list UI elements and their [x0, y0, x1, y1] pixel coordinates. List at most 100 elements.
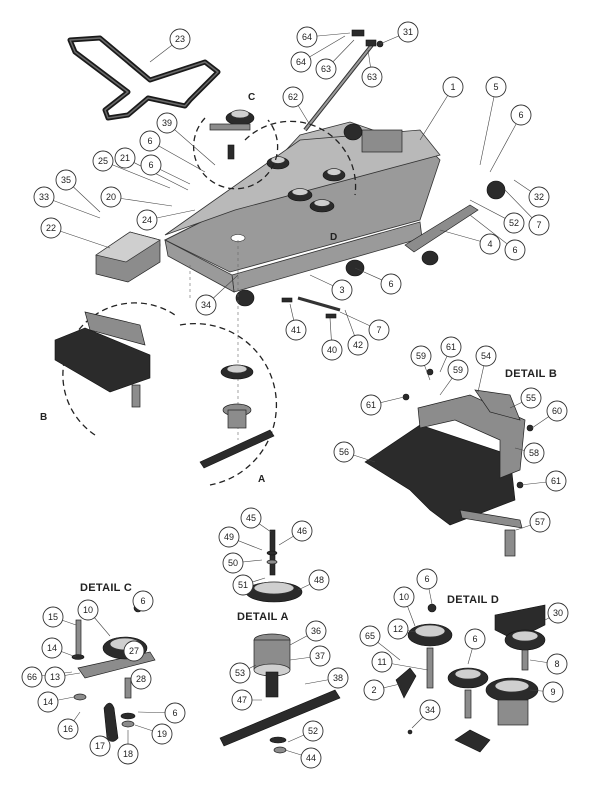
callout-number: 9: [550, 687, 555, 697]
callout-number: 51: [238, 580, 248, 590]
callout-number: 27: [129, 646, 139, 656]
callout-number: 6: [172, 708, 177, 718]
callout-number: 37: [315, 651, 325, 661]
callout-number: 61: [446, 342, 456, 352]
detail-c-title: DETAIL C: [80, 582, 133, 594]
detail-d-assembly: [395, 603, 546, 753]
callout-circle: [333, 441, 355, 463]
callout-circle: [363, 679, 385, 701]
callout-circle: [33, 186, 55, 208]
callout-leader: [102, 160, 171, 189]
callout-number: 28: [136, 674, 146, 684]
callout-circle: [545, 470, 567, 492]
callout-circle: [485, 76, 507, 98]
callout-number: 42: [353, 340, 363, 350]
callout-circle: [359, 625, 381, 647]
callout-circle: [42, 606, 64, 628]
callout-circle: [139, 130, 161, 152]
callout-circle: [547, 602, 569, 624]
callout-6: 6: [416, 568, 438, 590]
detail-d-title: DETAIL D: [447, 594, 500, 606]
callout-34: 34: [195, 294, 217, 316]
callout-number: 7: [536, 220, 541, 230]
callout-circle: [285, 319, 307, 341]
callout-7: 7: [368, 319, 390, 341]
callout-circle: [89, 735, 111, 757]
callout-leader: [124, 157, 189, 191]
callout-64: 64: [290, 51, 312, 73]
view-letter-d: D: [330, 232, 337, 243]
callout-number: 50: [228, 558, 238, 568]
callout-circle: [296, 26, 318, 48]
callout-20: 20: [100, 186, 122, 208]
callout-number: 48: [314, 575, 324, 585]
callout-number: 53: [235, 668, 245, 678]
callout-number: 56: [339, 447, 349, 457]
mower-deck: [143, 121, 441, 307]
callout-circle: [475, 345, 497, 367]
callout-24: 24: [136, 209, 158, 231]
callout-62: 62: [282, 86, 304, 108]
callout-circle: [393, 586, 415, 608]
callout-61: 61: [360, 394, 382, 416]
callout-number: 46: [297, 526, 307, 536]
callout-52: 52: [302, 720, 324, 742]
callout-number: 61: [551, 476, 561, 486]
callout-48: 48: [308, 569, 330, 591]
callout-circle: [542, 681, 564, 703]
callout-number: 52: [308, 726, 318, 736]
callout-circle: [300, 747, 322, 769]
callout-circle: [229, 662, 251, 684]
callout-circle: [282, 86, 304, 108]
callout-leader: [149, 140, 206, 173]
callout-circle: [305, 620, 327, 642]
callout-25: 25: [92, 150, 114, 172]
callout-28: 28: [130, 668, 152, 690]
callout-number: 32: [534, 192, 544, 202]
callout-number: 1: [450, 82, 455, 92]
callout-number: 62: [288, 92, 298, 102]
callout-27: 27: [123, 640, 145, 662]
callout-circle: [302, 720, 324, 742]
callout-circle: [360, 394, 382, 416]
callout-18: 18: [117, 743, 139, 765]
callout-leader: [489, 114, 522, 173]
callout-circle: [416, 568, 438, 590]
callout-47: 47: [231, 689, 253, 711]
callout-number: 55: [526, 393, 536, 403]
callout-19: 19: [151, 723, 173, 745]
callout-number: 7: [376, 325, 381, 335]
side-chute: [95, 231, 161, 283]
callout-circle: [523, 442, 545, 464]
detail-a-assembly: [219, 529, 341, 754]
callout-14: 14: [37, 691, 59, 713]
callout-circle: [361, 66, 383, 88]
callout-55: 55: [520, 387, 542, 409]
callout-6: 6: [380, 273, 402, 295]
callout-circle: [117, 743, 139, 765]
callout-circle: [232, 574, 254, 596]
callout-circle: [55, 169, 77, 191]
callout-number: 22: [46, 223, 56, 233]
callout-16: 16: [57, 718, 79, 740]
callout-58: 58: [523, 442, 545, 464]
callout-6: 6: [140, 154, 162, 176]
view-letter-b: B: [40, 412, 47, 423]
callout-number: 6: [148, 160, 153, 170]
callout-number: 20: [106, 192, 116, 202]
callout-number: 31: [403, 27, 413, 37]
callout-6: 6: [132, 590, 154, 612]
callout-36: 36: [305, 620, 327, 642]
callout-3: 3: [331, 279, 353, 301]
callout-circle: [240, 507, 262, 529]
callout-number: 36: [311, 626, 321, 636]
callout-44: 44: [300, 747, 322, 769]
callout-number: 64: [302, 32, 312, 42]
callout-54: 54: [475, 345, 497, 367]
view-letters: C D B A: [40, 92, 337, 485]
callout-number: 21: [120, 153, 130, 163]
callout-number: 33: [39, 192, 49, 202]
callout-circle: [528, 214, 550, 236]
callout-circle: [410, 345, 432, 367]
